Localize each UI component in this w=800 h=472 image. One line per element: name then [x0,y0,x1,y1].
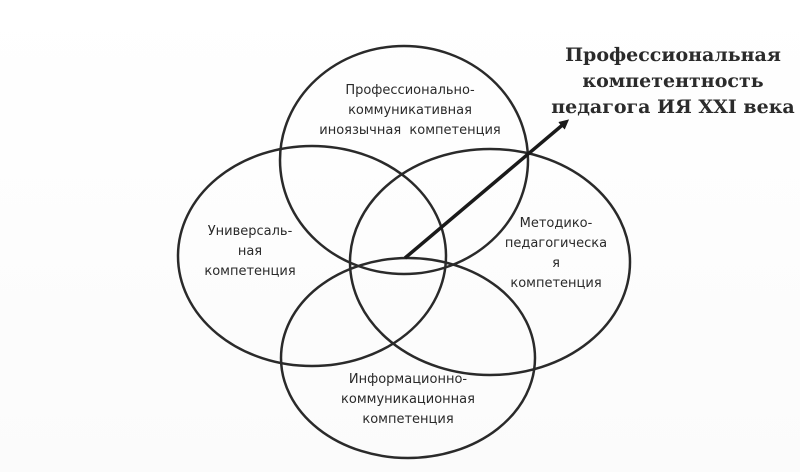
label-left: Универсаль- ная компетенция [204,224,296,279]
diagram-title: Профессиональная компетентность педагога… [551,44,795,118]
label-right: Методико- педагогическа я компетенция [504,216,608,291]
arrow [403,119,570,260]
label-bottom: Информационно- коммуникационная компетен… [341,372,475,427]
circle-top [278,44,530,276]
circle-right [348,147,632,377]
circle-left [176,144,448,368]
label-top: Профессионально- коммуникативная иноязыч… [319,83,501,138]
circle-bottom [279,256,537,460]
